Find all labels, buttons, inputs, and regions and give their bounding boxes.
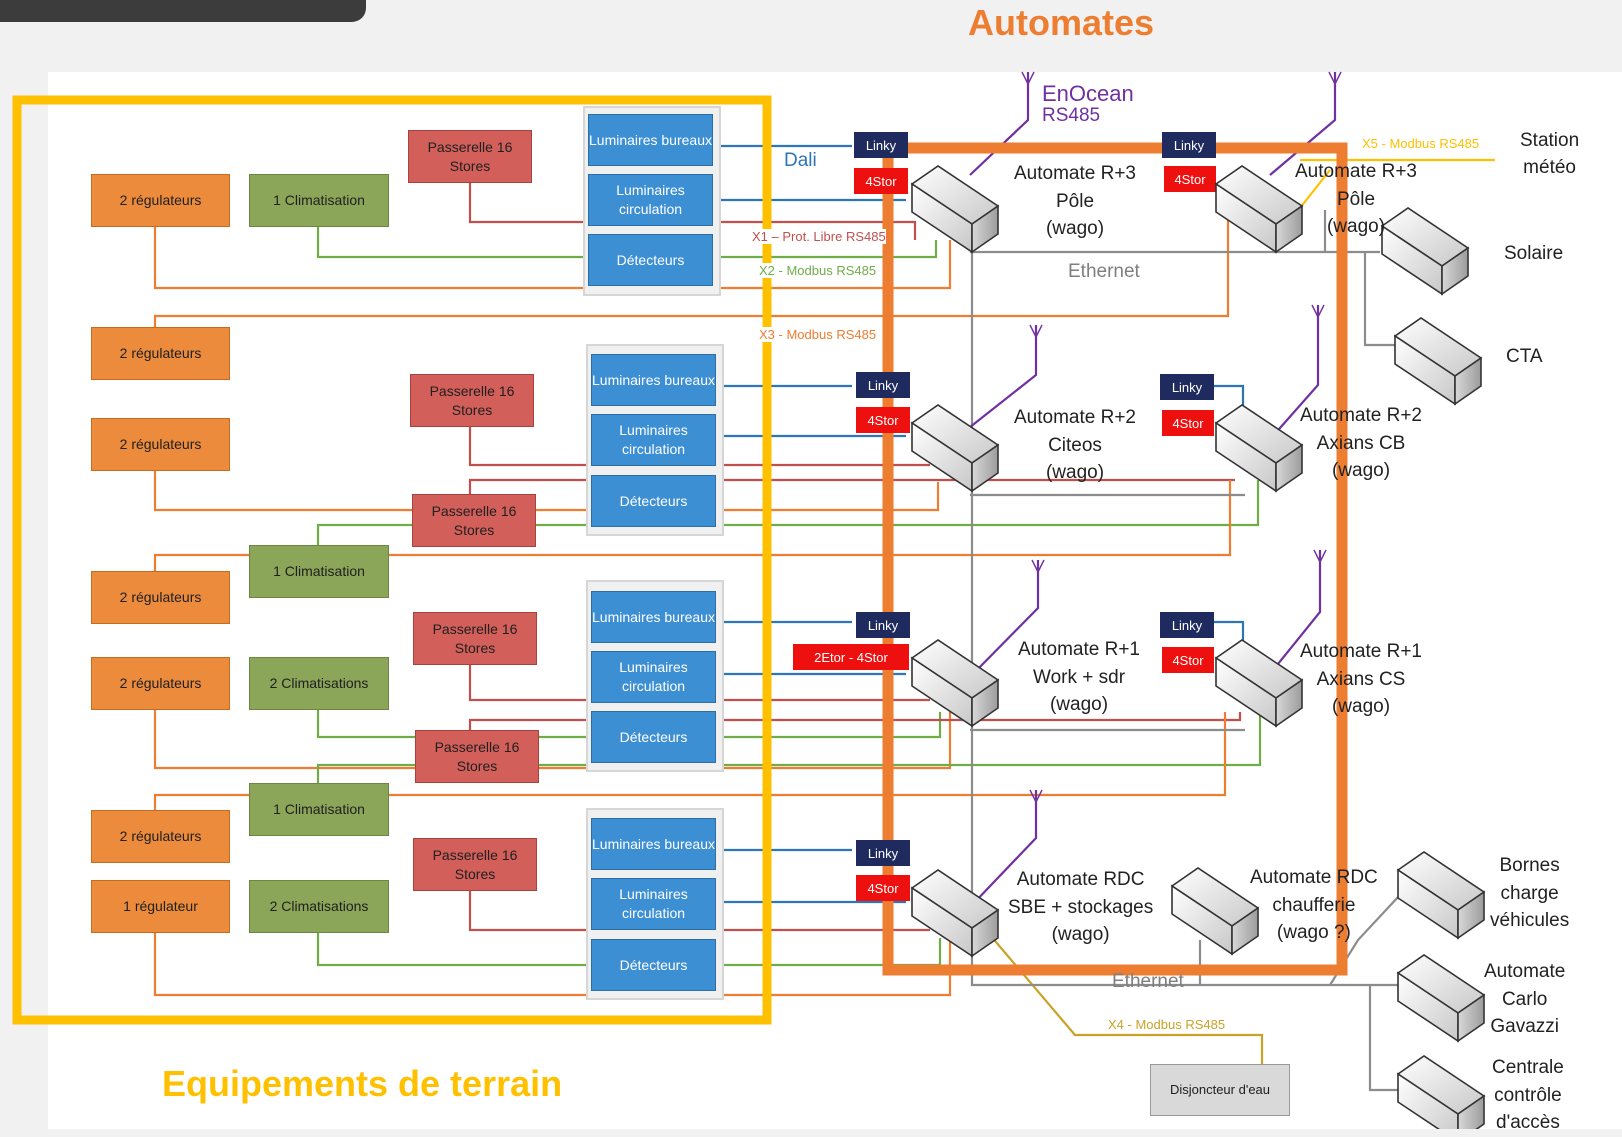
luminaires-circulation-box: Luminaires circulation <box>591 651 716 703</box>
linky-tag: Linky <box>856 840 910 866</box>
dali-label: Dali <box>784 150 817 171</box>
luminaires-circulation-box: Luminaires circulation <box>591 878 716 930</box>
passerelle-box: Passerelle 16 Stores <box>408 130 532 183</box>
ethernet-label: Ethernet <box>1112 971 1184 992</box>
linky-tag: Linky <box>1162 132 1216 158</box>
climatisations-box: 2 Climatisations <box>249 657 389 710</box>
passerelle-box: Passerelle 16 Stores <box>412 494 536 547</box>
fourstor-tag: 4Stor <box>856 875 910 901</box>
top-bar <box>0 0 366 22</box>
automate-r1-label: Automate R+1 Work + sdr (wago) <box>1018 639 1140 716</box>
regulateurs-box: 2 régulateurs <box>91 174 230 227</box>
equipements-heading: Equipements de terrain <box>162 1063 563 1104</box>
regulateurs-box: 2 régulateurs <box>91 418 230 471</box>
automate-r1b-label: Automate R+1 Axians CS (wago) <box>1300 641 1422 718</box>
luminaires-bureaux-box: Luminaires bureaux <box>591 354 716 406</box>
automate-chaufferie-label: Automate RDC chaufferie (wago ?) <box>1250 867 1378 944</box>
regulateurs-box: 2 régulateurs <box>91 810 230 863</box>
linky-tag: Linky <box>856 612 910 638</box>
modbus-x4-label: X4 - Modbus RS485 <box>1108 1017 1226 1032</box>
enocean-label: EnOcean <box>1042 81 1134 106</box>
luminaires-bureaux-box: Luminaires bureaux <box>588 114 713 166</box>
climatisation-box: 1 Climatisation <box>249 783 389 836</box>
automate-r3b-label: Automate R+3 Pôle (wago) <box>1295 161 1417 238</box>
automate-r2b-label: Automate R+2 Axians CB (wago) <box>1300 405 1422 482</box>
carlo-label: Automate Carlo Gavazzi <box>1484 961 1566 1038</box>
station-meteo-label: Station météo <box>1520 130 1580 178</box>
fourstor-tag: 4Stor <box>1162 647 1214 673</box>
automate-r2-label: Automate R+2 Citeos (wago) <box>1014 407 1136 484</box>
climatisation-box: 1 Climatisation <box>249 174 389 227</box>
linky-tag: Linky <box>856 372 910 398</box>
fourstor-tag: 4Stor <box>856 407 910 433</box>
passerelle-box: Passerelle 16 Stores <box>410 374 534 427</box>
linky-tag: Linky <box>1160 374 1214 400</box>
modbus-x3-label: X3 - Modbus RS485 <box>759 327 877 342</box>
luminaires-bureaux-box: Luminaires bureaux <box>591 818 716 870</box>
climatisations-box: 2 Climatisations <box>249 880 389 933</box>
luminaires-circulation-box: Luminaires circulation <box>591 414 716 466</box>
cta-label: CTA <box>1506 346 1543 367</box>
automate-rdc-label: Automate RDC SBE + stockages (wago) <box>1008 869 1154 946</box>
prot-libre-label: X1 – Prot. Libre RS485 <box>752 229 886 244</box>
regulateurs-box: 2 régulateurs <box>91 657 230 710</box>
regulateurs-box: 2 régulateurs <box>91 327 230 380</box>
regulateur-box: 1 régulateur <box>91 880 230 933</box>
detecteurs-box: Détecteurs <box>591 711 716 763</box>
automate-r3-label: Automate R+3 Pôle (wago) <box>1014 163 1136 240</box>
passerelle-box: Passerelle 16 Stores <box>413 838 537 891</box>
automates-heading: Automates <box>968 2 1155 43</box>
etor-tag: 2Etor - 4Stor <box>793 644 909 670</box>
fourstor-tag: 4Stor <box>854 168 908 194</box>
fourstor-tag: 4Stor <box>1162 410 1214 436</box>
passerelle-box: Passerelle 16 Stores <box>415 730 539 783</box>
luminaires-bureaux-box: Luminaires bureaux <box>591 591 716 643</box>
solaire-label: Solaire <box>1504 243 1564 264</box>
linky-tag: Linky <box>854 132 908 158</box>
luminaires-circulation-box: Luminaires circulation <box>588 174 713 226</box>
centrale-label: Centrale contrôle d'accès <box>1492 1057 1564 1134</box>
passerelle-box: Passerelle 16 Stores <box>413 612 537 665</box>
detecteurs-box: Détecteurs <box>591 475 716 527</box>
linky-tag: Linky <box>1160 612 1214 638</box>
modbus-x2-label: X2 - Modbus RS485 <box>759 263 877 278</box>
detecteurs-box: Détecteurs <box>591 939 716 991</box>
detecteurs-box: Détecteurs <box>588 234 713 286</box>
bornes-label: Bornes charge véhicules <box>1490 855 1570 932</box>
rs485-label: RS485 <box>1042 105 1101 126</box>
regulateurs-box: 2 régulateurs <box>91 571 230 624</box>
disjoncteur-box: Disjoncteur d'eau <box>1150 1064 1290 1116</box>
ethernet-label: Ethernet <box>1068 261 1140 282</box>
climatisation-box: 1 Climatisation <box>249 545 389 598</box>
fourstor-tag: 4Stor <box>1164 166 1216 192</box>
modbus-x5-label: X5 - Modbus RS485 <box>1362 136 1480 151</box>
